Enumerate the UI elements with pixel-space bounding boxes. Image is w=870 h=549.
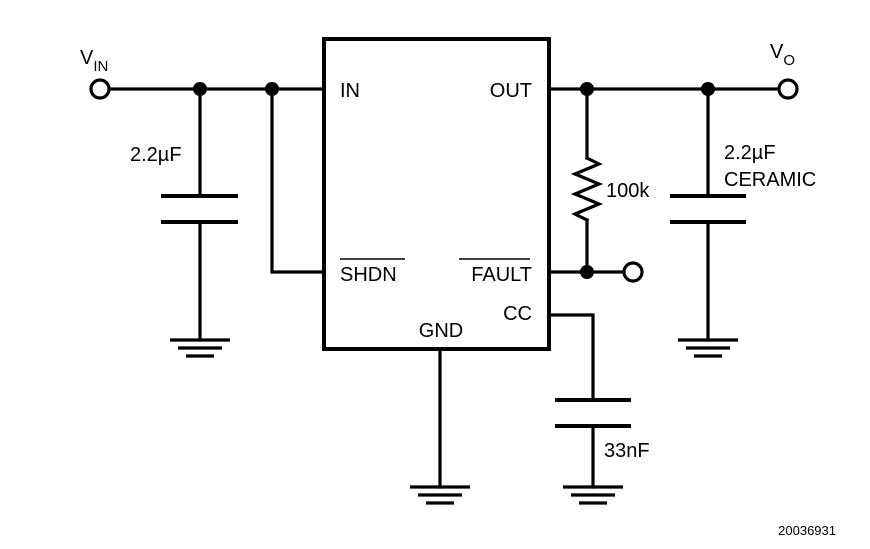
vin-label: VIN [80,47,108,75]
pin-cc-label: CC [503,303,532,325]
ground-symbol [678,338,738,358]
resistor-100k [570,155,604,223]
vo-terminal [777,78,799,100]
ground-symbol [170,338,230,358]
resistor-value: 100k [606,180,650,202]
ground-symbol [563,485,623,505]
output-cap-value: 2.2µF [724,142,776,164]
vo-label: VO [770,41,795,69]
shdn-wire [270,87,326,274]
pin-gnd-label: GND [419,320,463,342]
cc-cap-value: 33nF [604,440,650,462]
output-cap-type: CERAMIC [724,169,816,191]
pin-shdn-label: SHDN [340,264,397,286]
input-cap-value: 2.2µF [130,144,182,166]
fault-terminal [622,261,644,283]
pin-out-label: OUT [490,80,532,102]
figure-id: 20036931 [778,523,836,538]
pin-in-label: IN [340,80,360,102]
vin-terminal [89,78,111,100]
junction-dot [580,265,594,279]
ground-symbol [410,485,470,505]
pin-fault-label: FAULT [471,264,532,286]
regulator-chip [322,37,551,351]
cc-wire [547,313,595,402]
